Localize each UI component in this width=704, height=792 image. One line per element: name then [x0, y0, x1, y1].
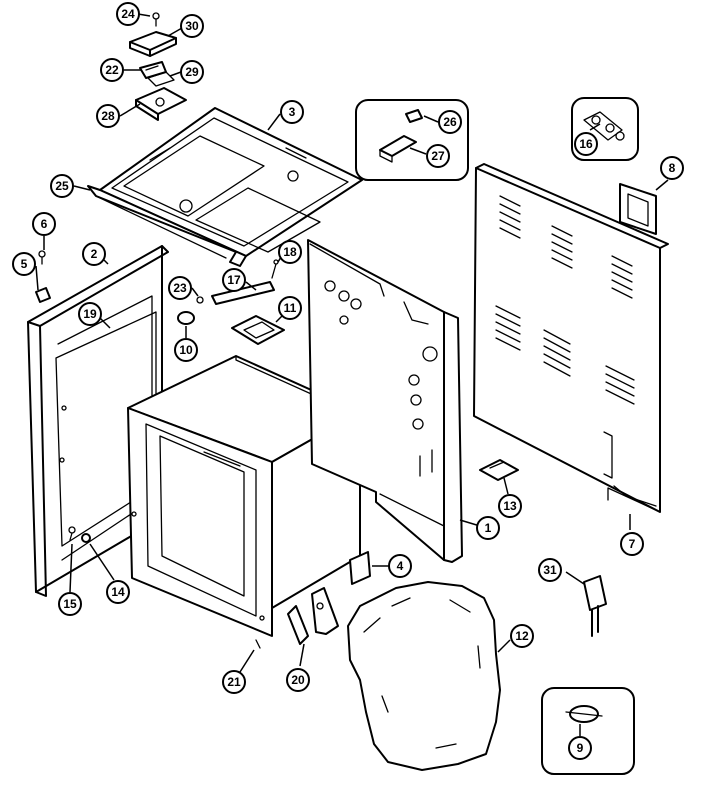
vent-frame-part-8 [619, 183, 657, 235]
callout-13: 13 [498, 494, 522, 518]
callout-22: 22 [100, 58, 124, 82]
callout-20: 20 [286, 668, 310, 692]
callout-26: 26 [438, 110, 462, 134]
callout-6-label: 6 [41, 217, 48, 231]
callout-14: 14 [106, 580, 130, 604]
inset-box-9 [541, 687, 635, 775]
callout-23: 23 [168, 276, 192, 300]
callout-2-label: 2 [91, 247, 98, 261]
callout-8-label: 8 [669, 161, 676, 175]
screw-part-21 [255, 639, 261, 649]
callout-11: 11 [278, 296, 302, 320]
callout-28: 28 [96, 104, 120, 128]
callout-4: 4 [388, 554, 412, 578]
bracket-part-29 [147, 71, 175, 87]
oven-cavity-liner [127, 355, 361, 637]
thermostat-part-31 [583, 575, 607, 637]
clip-part-23 [196, 296, 204, 304]
grommet-part-10 [177, 311, 195, 325]
top-hardware-group [129, 12, 187, 121]
callout-5: 5 [12, 252, 36, 276]
callout-12: 12 [510, 624, 534, 648]
callout-26-label: 26 [443, 115, 457, 129]
clip-part-5 [35, 287, 51, 303]
callout-3-label: 3 [289, 105, 296, 119]
callout-21-label: 21 [227, 675, 241, 689]
callout-23-label: 23 [173, 281, 187, 295]
callout-20-label: 20 [291, 673, 305, 687]
callout-29-label: 29 [185, 65, 199, 79]
screw-part-15 [68, 526, 76, 541]
callout-28-label: 28 [101, 109, 115, 123]
callout-5-label: 5 [21, 257, 28, 271]
callout-24: 24 [116, 2, 140, 26]
callout-1-label: 1 [485, 521, 492, 535]
callout-2: 2 [82, 242, 106, 266]
callout-12-label: 12 [515, 629, 529, 643]
callout-31: 31 [538, 558, 562, 582]
top-panel-part-3 [99, 107, 363, 257]
callout-15: 15 [58, 592, 82, 616]
hinge-receiver-part-13 [479, 459, 519, 481]
callout-7-label: 7 [629, 537, 636, 551]
screw-part-24 [152, 12, 160, 27]
rear-flange-part-25 [87, 185, 247, 267]
clip-part-22 [139, 61, 167, 79]
callout-31-label: 31 [543, 563, 557, 577]
callout-24-label: 24 [121, 7, 135, 21]
inset-box-16 [571, 97, 639, 161]
callout-11-label: 11 [284, 301, 297, 315]
screw-part-6 [38, 250, 46, 265]
callout-4-label: 4 [397, 559, 404, 573]
callout-7: 7 [620, 532, 644, 556]
nut-part-14 [81, 533, 91, 543]
callout-18-label: 18 [283, 245, 297, 259]
callout-15-label: 15 [63, 597, 77, 611]
callout-14-label: 14 [111, 585, 125, 599]
callout-6: 6 [32, 212, 56, 236]
callout-19-label: 19 [83, 307, 97, 321]
callout-1: 1 [476, 516, 500, 540]
rear-panel-part-7 [473, 163, 669, 513]
callout-10: 10 [174, 338, 198, 362]
hinge-part-20 [287, 587, 339, 645]
callout-16: 16 [574, 132, 598, 156]
callout-16-label: 16 [579, 137, 593, 151]
callout-9-label: 9 [577, 741, 584, 755]
callout-30-label: 30 [185, 19, 199, 33]
cover-plate-part-30 [129, 31, 177, 57]
callout-17-label: 17 [227, 273, 241, 287]
callout-30: 30 [180, 14, 204, 38]
callout-19: 19 [78, 302, 102, 326]
bracket-part-11 [231, 315, 285, 345]
callout-10-label: 10 [179, 343, 193, 357]
callout-25-label: 25 [55, 179, 69, 193]
callout-21: 21 [222, 670, 246, 694]
bracket-part-4 [349, 551, 371, 585]
callout-25: 25 [50, 174, 74, 198]
callout-29: 29 [180, 60, 204, 84]
callout-13-label: 13 [503, 499, 517, 513]
callout-17: 17 [222, 268, 246, 292]
callout-27: 27 [426, 144, 450, 168]
callout-18: 18 [278, 240, 302, 264]
inset-box-26-27 [355, 99, 469, 181]
callout-22-label: 22 [105, 63, 119, 77]
screw-part-18 [271, 259, 279, 279]
callout-9: 9 [568, 736, 592, 760]
mount-plate-part-28 [135, 87, 187, 121]
callout-8: 8 [660, 156, 684, 180]
side-panel-part-1 [307, 239, 463, 563]
callout-27-label: 27 [431, 149, 445, 163]
insulation-blanket-part-12 [347, 581, 501, 771]
callout-3: 3 [280, 100, 304, 124]
